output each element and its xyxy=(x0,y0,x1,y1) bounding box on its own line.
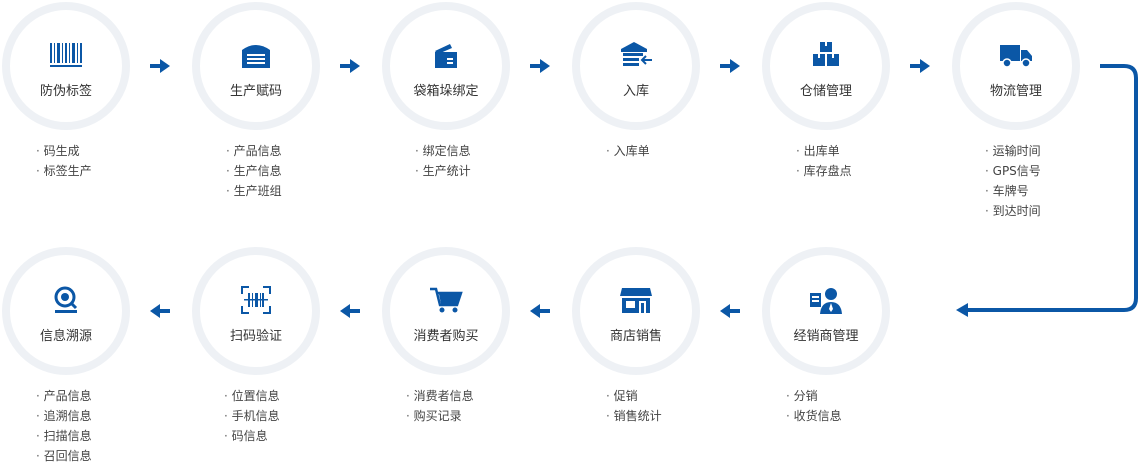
detail-item: 手机信息 xyxy=(224,406,280,426)
step-details-list: 产品信息 生产信息 生产班组 xyxy=(226,141,282,201)
cart-icon xyxy=(428,285,464,315)
step-label: 物流管理 xyxy=(989,84,1042,99)
scan-icon xyxy=(238,285,274,315)
step-store-sales: 商店销售 xyxy=(572,247,700,375)
step-label: 防伪标签 xyxy=(39,84,92,99)
step-warehousing-in: 入库 xyxy=(572,2,700,130)
step-scan-verification: 扫码验证 xyxy=(192,247,320,375)
step-details-list: 绑定信息 生产统计 xyxy=(415,141,471,181)
detail-item: 生产班组 xyxy=(226,181,282,201)
step-details-list: 促销 销售统计 xyxy=(606,386,662,426)
detail-item: 位置信息 xyxy=(224,386,280,406)
step-anti-counterfeit-label: 防伪标签 xyxy=(2,2,130,130)
arrow-right-icon xyxy=(340,59,360,73)
trace-search-icon xyxy=(48,285,84,315)
stacked-boxes-icon xyxy=(808,40,844,70)
arrow-right-icon xyxy=(910,59,930,73)
warehouse-icon xyxy=(238,40,274,70)
dealer-icon xyxy=(808,285,844,315)
step-details-list: 消费者信息 购买记录 xyxy=(406,386,474,426)
step-details-list: 出库单 库存盘点 xyxy=(796,141,852,181)
step-details-list: 码生成 标签生产 xyxy=(36,141,92,181)
detail-item: 追溯信息 xyxy=(36,406,92,426)
step-logistics-management: 物流管理 xyxy=(952,2,1080,130)
step-details-list: 位置信息 手机信息 码信息 xyxy=(224,386,280,446)
step-details-list: 运输时间 GPS信号 车牌号 到达时间 xyxy=(985,141,1041,221)
step-label: 生产赋码 xyxy=(229,84,282,99)
step-production-coding: 生产赋码 xyxy=(192,2,320,130)
detail-item: 入库单 xyxy=(606,141,650,161)
detail-item: 运输时间 xyxy=(985,141,1041,161)
step-details-list: 产品信息 追溯信息 扫描信息 召回信息 xyxy=(36,386,92,466)
detail-item: 收货信息 xyxy=(786,406,842,426)
step-consumer-purchase: 消费者购买 xyxy=(382,247,510,375)
detail-item: 码生成 xyxy=(36,141,92,161)
arrow-left-icon xyxy=(530,304,550,318)
detail-item: 码信息 xyxy=(224,426,280,446)
step-bag-box-pallet-binding: 袋箱垛绑定 xyxy=(382,2,510,130)
detail-item: 到达时间 xyxy=(985,201,1041,221)
shop-icon xyxy=(618,285,654,315)
step-information-traceability: 信息溯源 xyxy=(2,247,130,375)
detail-item: 绑定信息 xyxy=(415,141,471,161)
detail-item: 生产统计 xyxy=(415,161,471,181)
detail-item: 促销 xyxy=(606,386,662,406)
detail-item: 出库单 xyxy=(796,141,852,161)
step-label: 商店销售 xyxy=(609,329,662,344)
arrow-left-icon xyxy=(340,304,360,318)
box-icon xyxy=(428,40,464,70)
detail-item: 分销 xyxy=(786,386,842,406)
step-label: 袋箱垛绑定 xyxy=(413,84,479,99)
barcode-icon xyxy=(48,40,84,70)
storage-in-icon xyxy=(618,40,654,70)
detail-item: 生产信息 xyxy=(226,161,282,181)
detail-item: 销售统计 xyxy=(606,406,662,426)
detail-item: 召回信息 xyxy=(36,446,92,466)
detail-item: 标签生产 xyxy=(36,161,92,181)
arrow-right-icon xyxy=(150,59,170,73)
detail-item: 产品信息 xyxy=(226,141,282,161)
truck-icon xyxy=(998,40,1034,70)
step-storage-management: 仓储管理 xyxy=(762,2,890,130)
detail-item: GPS信号 xyxy=(985,161,1041,181)
arrow-right-icon xyxy=(720,59,740,73)
step-details-list: 分销 收货信息 xyxy=(786,386,842,426)
step-label: 扫码验证 xyxy=(229,329,282,344)
detail-item: 库存盘点 xyxy=(796,161,852,181)
step-label: 信息溯源 xyxy=(39,329,92,344)
step-dealer-management: 经销商管理 xyxy=(762,247,890,375)
step-details-list: 入库单 xyxy=(606,141,650,161)
detail-item: 产品信息 xyxy=(36,386,92,406)
step-label: 经销商管理 xyxy=(793,329,859,344)
detail-item: 消费者信息 xyxy=(406,386,474,406)
arrow-left-icon xyxy=(150,304,170,318)
step-label: 消费者购买 xyxy=(413,329,479,344)
arrow-left-icon xyxy=(720,304,740,318)
detail-item: 购买记录 xyxy=(406,406,474,426)
step-label: 仓储管理 xyxy=(799,84,852,99)
step-label: 入库 xyxy=(622,84,649,99)
arrow-right-icon xyxy=(530,59,550,73)
detail-item: 车牌号 xyxy=(985,181,1041,201)
detail-item: 扫描信息 xyxy=(36,426,92,446)
